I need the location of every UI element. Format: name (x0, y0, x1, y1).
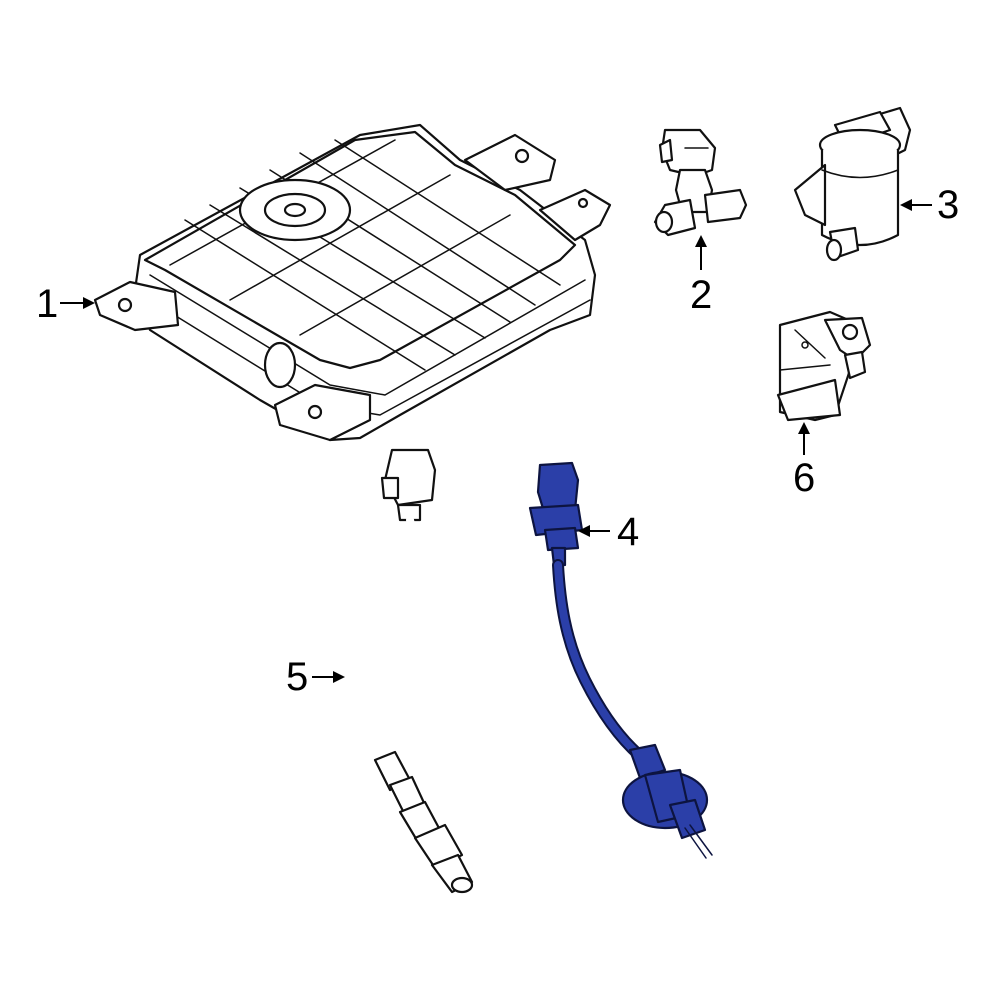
callout-1-label: 1 (36, 282, 58, 326)
part-6-pressure-sensor[interactable] (776, 310, 872, 422)
part-3-vent-valve[interactable] (793, 106, 912, 262)
callout-6-label: 6 (793, 456, 815, 500)
part-1-canister[interactable] (93, 123, 612, 442)
part-4-oxygen-sensor-highlighted[interactable] (528, 461, 713, 859)
callout-3: 3 (900, 183, 959, 227)
part-2-purge-valve[interactable] (653, 128, 748, 237)
callout-5-label: 5 (286, 655, 308, 699)
callout-3-label: 3 (937, 183, 959, 227)
part-5-oxygen-sensor[interactable] (344, 448, 474, 894)
callout-2: 2 (690, 235, 712, 317)
callout-6: 6 (793, 422, 815, 500)
callout-2-label: 2 (690, 273, 712, 317)
callout-5: 5 (286, 655, 345, 699)
callout-4: 4 (578, 510, 639, 554)
callout-1: 1 (36, 282, 95, 326)
callout-4-label: 4 (617, 510, 639, 554)
